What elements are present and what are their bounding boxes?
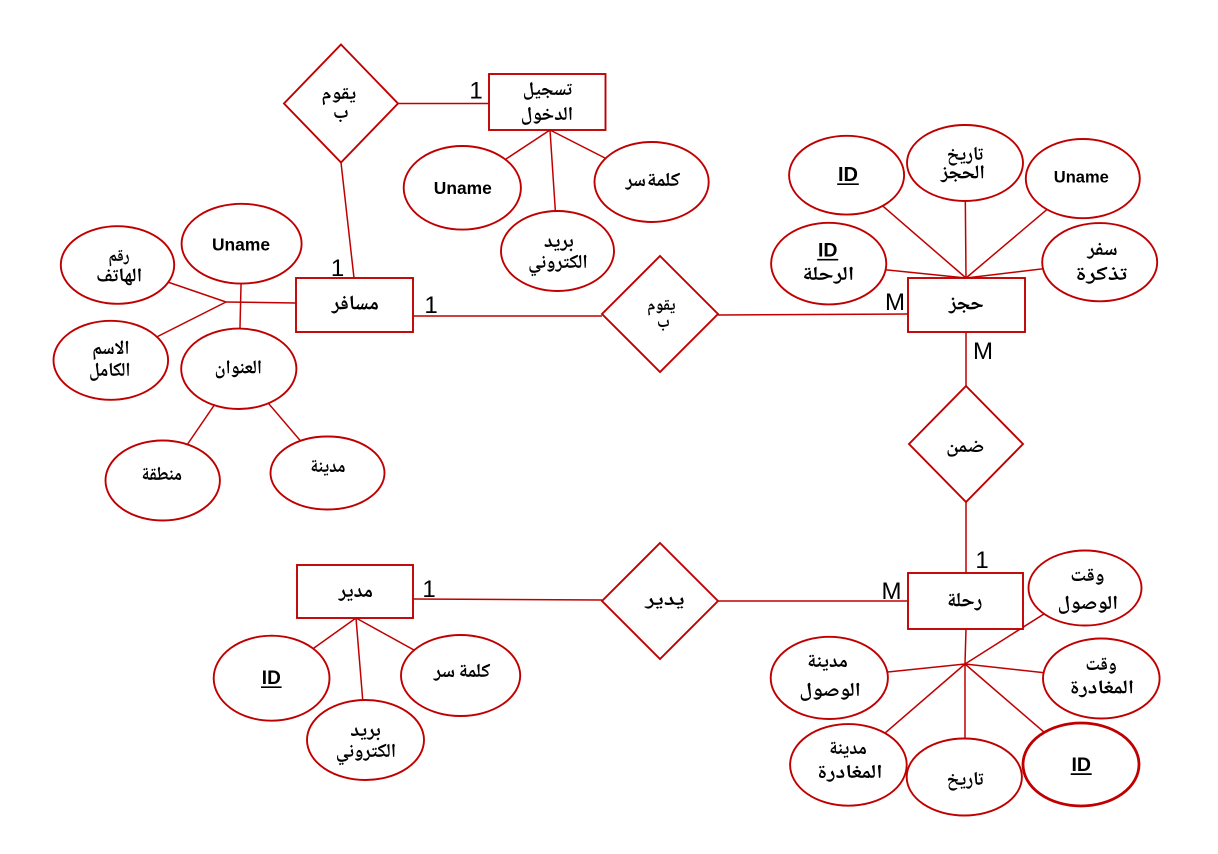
svg-text:M: M xyxy=(973,338,993,365)
svg-text:ID: ID xyxy=(818,240,838,262)
svg-text:1: 1 xyxy=(331,255,344,282)
svg-text:M: M xyxy=(885,289,905,316)
svg-text:ID: ID xyxy=(1071,754,1091,776)
svg-text:1: 1 xyxy=(422,576,435,603)
svg-text:ID: ID xyxy=(838,164,858,186)
svg-text:Uname: Uname xyxy=(434,178,492,198)
svg-text:Uname: Uname xyxy=(1054,169,1109,187)
svg-text:ID: ID xyxy=(262,668,281,689)
svg-text:M: M xyxy=(882,578,902,605)
svg-text:1: 1 xyxy=(469,77,482,104)
svg-text:Uname: Uname xyxy=(212,235,270,255)
svg-text:1: 1 xyxy=(975,547,988,574)
svg-text:1: 1 xyxy=(424,292,437,319)
